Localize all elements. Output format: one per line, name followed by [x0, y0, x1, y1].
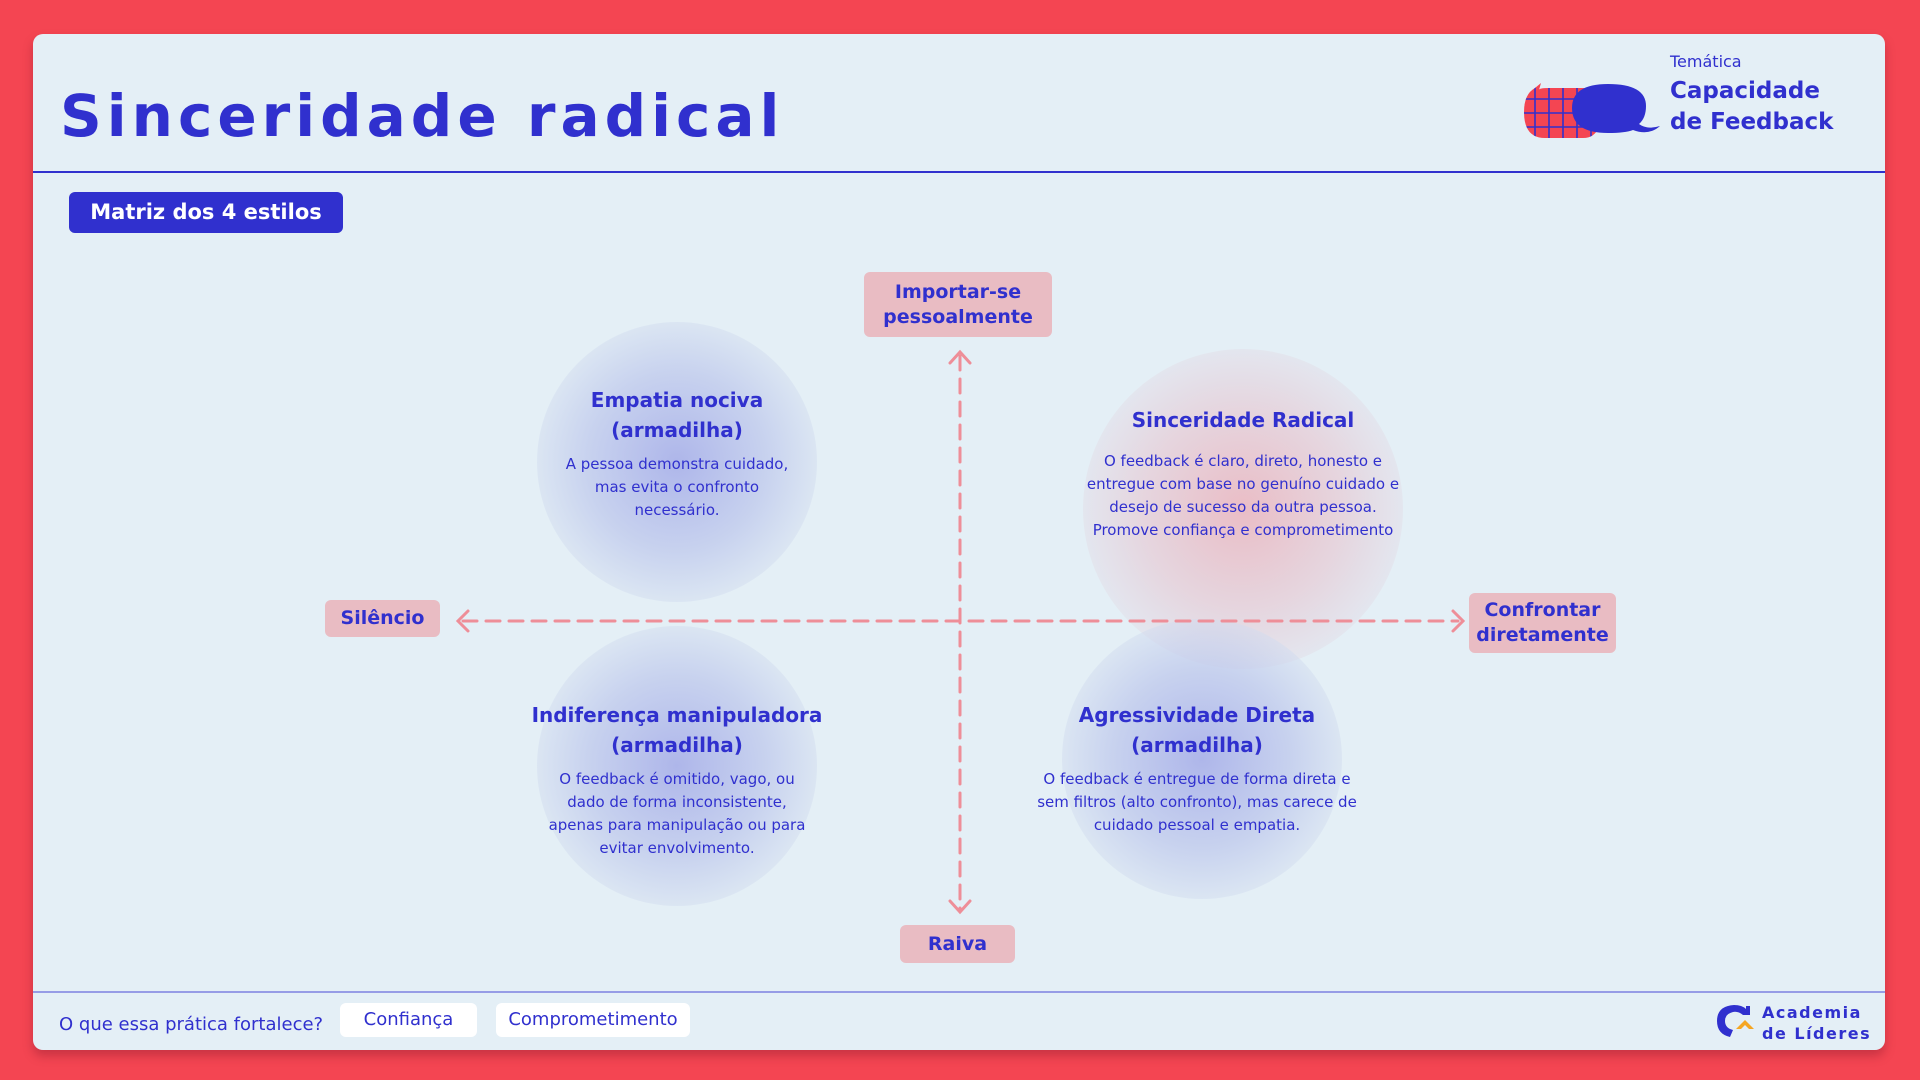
glow-bottom-left — [537, 626, 817, 906]
footer-divider — [33, 991, 1885, 993]
quadrant-title: Indiferença manipuladora (armadilha) — [531, 703, 823, 757]
quadrant-indiferenca-manipuladora: Indiferença manipuladora (armadilha) O f… — [512, 700, 842, 860]
axis-label-top: Importar-se pessoalmente — [864, 272, 1052, 337]
quadrant-description: O feedback é omitido, vago, ou dado de f… — [548, 770, 806, 857]
chip-comprometimento: Comprometimento — [496, 1003, 690, 1037]
quadrant-title: Empatia nociva (armadilha) — [590, 388, 764, 442]
quadrant-title: Agressividade Direta (armadilha) — [1078, 703, 1316, 757]
quadrant-description: O feedback é claro, direto, honesto e en… — [1086, 452, 1400, 539]
academia-logo-icon — [1716, 1003, 1756, 1039]
header-divider — [33, 171, 1885, 173]
theme-title: Capacidade de Feedback — [1670, 76, 1833, 138]
axis-label-bottom: Raiva — [900, 925, 1015, 963]
arrow-down-icon — [948, 899, 972, 915]
theme-title-line2: de Feedback — [1670, 109, 1834, 135]
arrow-left-icon — [455, 609, 470, 633]
theme-title-line1: Capacidade — [1670, 78, 1820, 104]
glow-top-right — [1083, 349, 1403, 669]
axis-label-right: Confrontar diretamente — [1469, 593, 1616, 653]
quadrant-sinceridade-radical: Sinceridade Radical O feedback é claro, … — [1053, 405, 1433, 542]
axis-label-top-line1: Importar-se — [894, 280, 1022, 303]
quadrant-description: O feedback é entregue de forma direta e … — [1037, 770, 1357, 834]
quadrant-title: Sinceridade Radical — [1131, 408, 1355, 432]
axis-label-top-line2: pessoalmente — [883, 305, 1033, 328]
footer-question: O que essa prática fortalece? — [59, 1014, 324, 1035]
slide-card: Sinceridade radical — [33, 34, 1885, 1050]
axes — [455, 349, 1466, 915]
arrow-right-icon — [1451, 609, 1466, 633]
theme-kicker: Temática — [1670, 52, 1742, 71]
section-badge: Matriz dos 4 estilos — [69, 192, 343, 233]
quadrant-empatia-nociva: Empatia nociva (armadilha) A pessoa demo… — [527, 385, 827, 522]
axis-label-right-line2: diretamente — [1476, 624, 1609, 646]
glow-top-left — [537, 322, 817, 602]
arrow-up-icon — [948, 349, 972, 365]
page-title: Sinceridade radical — [60, 82, 785, 150]
quadrant-description: A pessoa demonstra cuidado, mas evita o … — [565, 455, 789, 519]
axis-label-right-line1: Confrontar — [1484, 599, 1601, 621]
axis-label-left: Silêncio — [325, 600, 440, 637]
glow-bottom-right — [1062, 619, 1342, 899]
chip-confianca: Confiança — [340, 1003, 477, 1037]
brand-name: Academia de Líderes — [1762, 1003, 1872, 1043]
speech-bubbles-icon — [1521, 82, 1661, 146]
quadrant-agressividade-direta: Agressividade Direta (armadilha) O feedb… — [1037, 700, 1357, 837]
